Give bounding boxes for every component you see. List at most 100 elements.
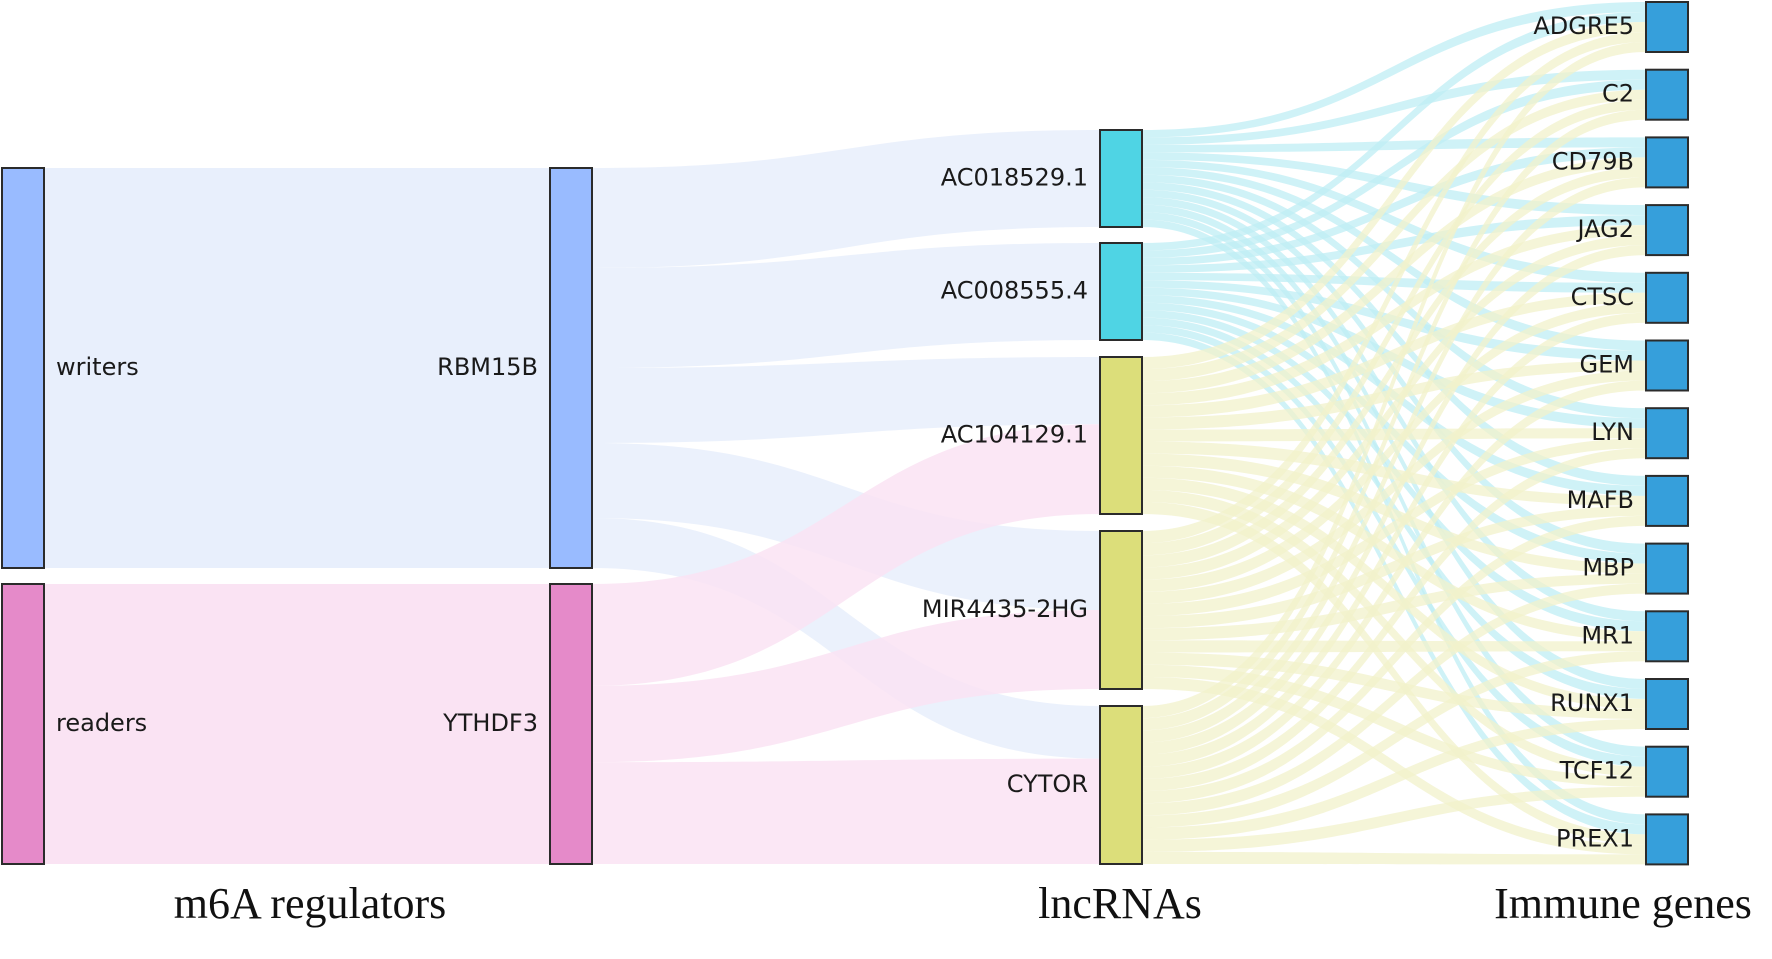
label-cytor: CYTOR <box>1007 770 1088 798</box>
link-ac008555-4-to-c2 <box>1142 79 1646 258</box>
link-ac018529-1-to-c2 <box>1142 69 1646 145</box>
labels-layer: writers readers RBM15B YTHDF3 AC018529.1AC00… <box>56 12 1634 852</box>
node-jag2 <box>1645 204 1689 257</box>
link-ac104129-1-to-ctsc <box>1142 292 1646 418</box>
link-mir4435-2hg-to-ctsc <box>1142 302 1646 592</box>
link-cytor-to-mr1 <box>1142 651 1646 828</box>
link-writers-to-rbm15b <box>44 168 550 568</box>
link-ac008555-4-to-runx1 <box>1142 317 1646 699</box>
node-prex1 <box>1645 813 1689 866</box>
node-rbm15b <box>549 167 593 569</box>
link-ac104129-1-to-mbp <box>1142 453 1646 574</box>
node-mir4435-2hg <box>1099 530 1143 690</box>
column-titles: m6A regulators lncRNAs Immune genes <box>174 879 1752 928</box>
link-ac104129-1-to-runx1 <box>1142 477 1646 709</box>
link-cytor-to-tcf12 <box>1142 786 1646 852</box>
node-runx1 <box>1645 678 1689 730</box>
node-ac104129-1 <box>1099 356 1143 515</box>
link-mir4435-2hg-to-c2 <box>1142 99 1646 556</box>
node-adgre5 <box>1645 1 1689 53</box>
label-rbm15b: RBM15B <box>437 353 538 381</box>
node-mr1 <box>1645 610 1689 663</box>
link-cytor-to-gem <box>1142 380 1646 779</box>
label-adgre5: ADGRE5 <box>1533 12 1634 40</box>
label-ac008555-4: AC008555.4 <box>941 277 1088 305</box>
link-ac104129-1-to-lyn <box>1142 428 1646 442</box>
node-readers <box>1 583 45 865</box>
link-cytor-to-mafb <box>1142 515 1646 804</box>
link-ac008555-4-to-jag2 <box>1142 215 1646 273</box>
link-ac104129-1-to-cd79b <box>1142 157 1646 394</box>
link-ac104129-1-to-tcf12 <box>1142 489 1646 777</box>
link-cytor-to-c2 <box>1142 109 1646 731</box>
link-ac008555-4-to-gem <box>1142 280 1646 361</box>
link-ythdf3-to-mir4435-2hg <box>592 610 1100 763</box>
node-cd79b <box>1645 136 1689 189</box>
link-ac104129-1-to-c2 <box>1142 89 1646 382</box>
node-ac018529-1 <box>1099 129 1143 228</box>
label-mbp: MBP <box>1582 554 1634 582</box>
node-gem <box>1645 339 1689 392</box>
link-mir4435-2hg-to-mbp <box>1142 573 1646 641</box>
label-mir4435-2hg: MIR4435-2HG <box>922 595 1088 623</box>
link-ac008555-4-to-tcf12 <box>1142 325 1646 767</box>
link-ac104129-1-to-mr1 <box>1142 465 1646 642</box>
link-ac104129-1-to-jag2 <box>1142 225 1646 406</box>
link-mir4435-2hg-to-mafb <box>1142 505 1646 629</box>
link-ac018529-1-to-adgre5 <box>1142 2 1646 138</box>
label-ac018529-1: AC018529.1 <box>941 164 1088 192</box>
column-title-immune-genes: Immune genes <box>1494 879 1752 928</box>
label-jag2: JAG2 <box>1575 215 1634 243</box>
label-writers: writers <box>56 353 139 381</box>
link-ac018529-1-to-gem <box>1142 167 1646 351</box>
link-cytor-to-runx1 <box>1142 719 1646 840</box>
link-mir4435-2hg-to-lyn <box>1142 438 1646 617</box>
link-ac018529-1-to-ctsc <box>1142 159 1646 283</box>
link-cytor-to-adgre5 <box>1142 42 1646 719</box>
label-ac104129-1: AC104129.1 <box>941 421 1088 449</box>
link-ac104129-1-to-prex1 <box>1142 501 1646 845</box>
link-cytor-to-jag2 <box>1142 245 1646 755</box>
link-mir4435-2hg-to-adgre5 <box>1142 32 1646 544</box>
node-cytor <box>1099 705 1143 865</box>
label-gem: GEM <box>1580 351 1634 379</box>
link-readers-to-ythdf3 <box>44 584 550 864</box>
link-rbm15b-to-ac104129-1 <box>592 357 1100 443</box>
label-lyn: LYN <box>1591 418 1634 446</box>
link-cytor-to-cd79b <box>1142 177 1646 743</box>
label-prex1: PREX1 <box>1556 824 1634 852</box>
label-c2: C2 <box>1602 80 1634 108</box>
node-tcf12 <box>1645 745 1689 798</box>
label-mr1: MR1 <box>1581 621 1634 649</box>
label-cd79b: CD79B <box>1552 147 1634 175</box>
link-ythdf3-to-cytor <box>592 758 1100 864</box>
link-cytor-to-ctsc <box>1142 312 1646 767</box>
node-writers <box>1 167 45 569</box>
label-runx1: RUNX1 <box>1550 689 1634 717</box>
link-ac104129-1-to-mafb <box>1142 441 1646 506</box>
label-ythdf3: YTHDF3 <box>442 709 538 737</box>
link-cytor-to-mbp <box>1142 583 1646 816</box>
node-mafb <box>1645 474 1689 527</box>
node-mbp <box>1645 542 1689 595</box>
link-ac008555-4-to-cd79b <box>1142 147 1646 266</box>
node-ythdf3 <box>549 583 593 865</box>
node-c2 <box>1645 68 1689 121</box>
link-mir4435-2hg-to-mr1 <box>1142 640 1646 653</box>
link-cytor-to-prex1 <box>1142 851 1646 865</box>
link-rbm15b-to-ac018529-1 <box>592 130 1100 268</box>
column-title-m6a-regulators: m6A regulators <box>174 879 447 928</box>
link-mir4435-2hg-to-gem <box>1142 370 1646 604</box>
link-ac018529-1-to-mafb <box>1142 182 1646 486</box>
link-ac104129-1-to-adgre5 <box>1142 22 1646 370</box>
link-mir4435-2hg-to-prex1 <box>1142 676 1646 855</box>
link-mir4435-2hg-to-jag2 <box>1142 235 1646 580</box>
links-layer <box>44 2 1646 865</box>
label-ctsc: CTSC <box>1571 283 1634 311</box>
link-mir4435-2hg-to-tcf12 <box>1142 664 1646 787</box>
label-tcf12: TCF12 <box>1559 757 1634 785</box>
link-ac018529-1-to-cd79b <box>1142 137 1646 153</box>
label-readers: readers <box>56 709 147 737</box>
link-mir4435-2hg-to-runx1 <box>1142 652 1646 719</box>
link-ac008555-4-to-adgre5 <box>1142 12 1646 251</box>
